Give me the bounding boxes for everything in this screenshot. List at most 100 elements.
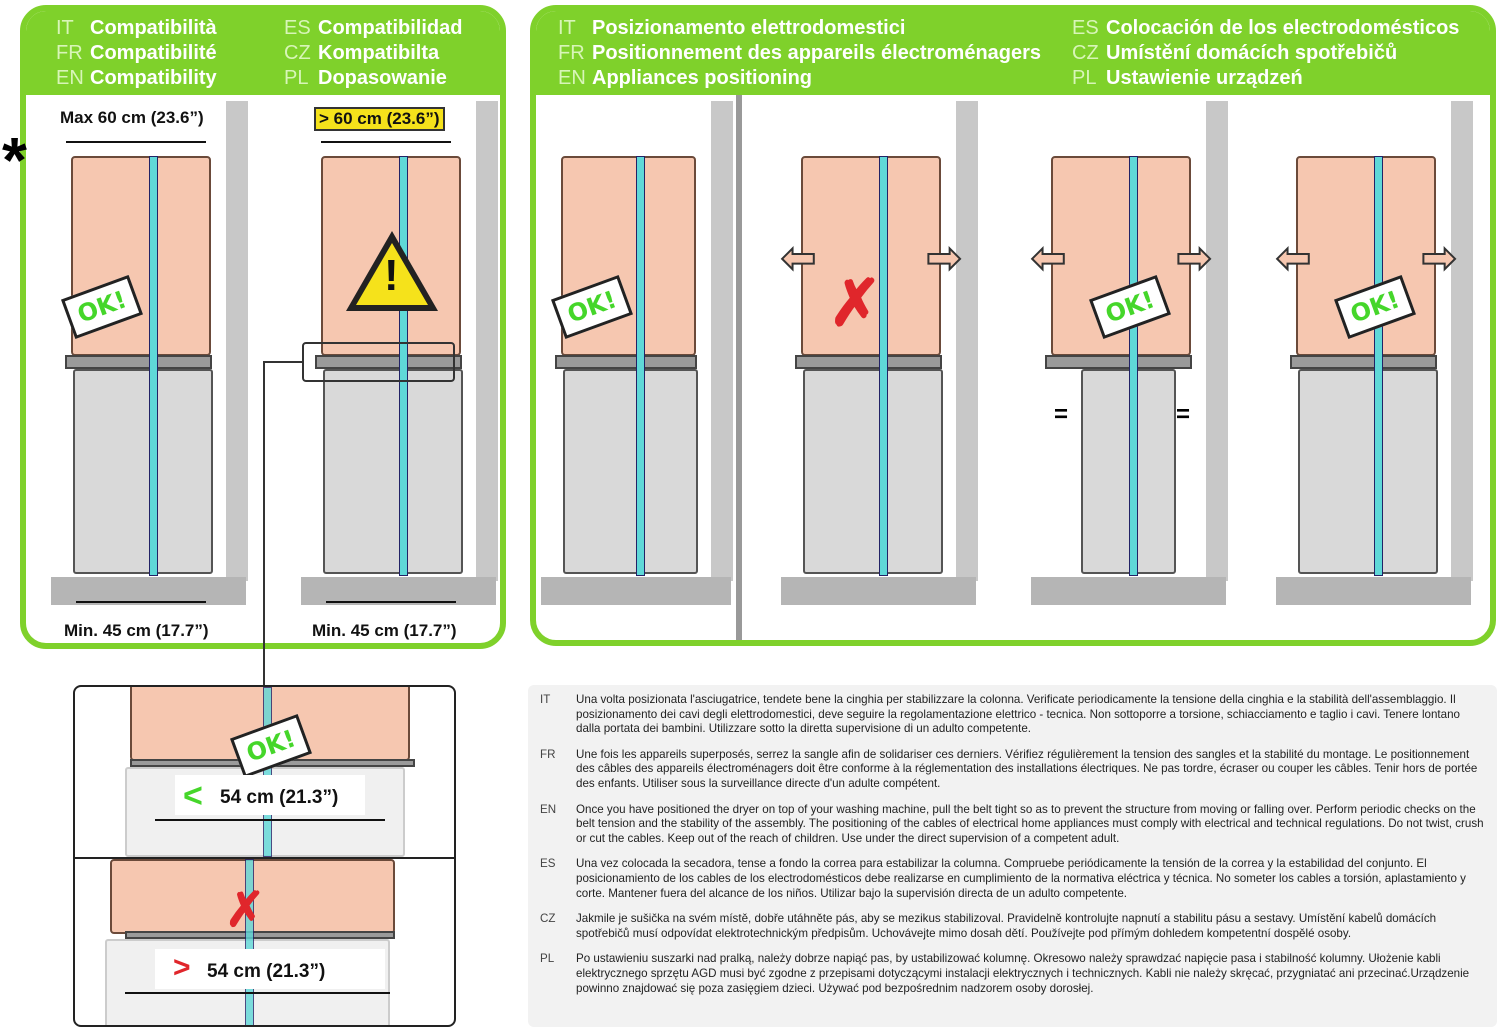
- instruction-en: EN Once you have positioned the dryer on …: [538, 803, 1487, 847]
- arrow-left-icon: ⬅: [1030, 233, 1067, 282]
- language-code: ES: [540, 857, 556, 871]
- callout-box: [302, 342, 455, 382]
- arrow-right-icon: ➡: [1175, 233, 1212, 282]
- washer: [1298, 369, 1438, 574]
- floor: [1276, 577, 1471, 605]
- greater-than-sign: >: [173, 951, 191, 984]
- dryer: [1051, 156, 1191, 356]
- cross-icon: ✗: [828, 267, 883, 339]
- dimension-arrow: [155, 819, 385, 821]
- instruction-text: Une fois les appareils superposés, serre…: [576, 747, 1478, 790]
- strap: [878, 156, 888, 576]
- strap: [148, 156, 158, 576]
- divider: [736, 95, 742, 640]
- label-bg: [155, 949, 385, 989]
- divider: [75, 857, 454, 859]
- strap: [245, 859, 254, 1025]
- floor: [1031, 577, 1226, 605]
- shelf: [65, 355, 212, 369]
- strap: [1128, 156, 1138, 576]
- wall: [711, 101, 733, 581]
- shelf: [1045, 355, 1192, 369]
- arrow-right-icon: ➡: [925, 233, 962, 282]
- warning-triangle-fill: [356, 243, 428, 305]
- callout-line: [263, 361, 265, 685]
- shelf: [795, 355, 942, 369]
- language-code: IT: [540, 693, 551, 706]
- strap: [263, 687, 272, 857]
- wall: [1451, 101, 1473, 581]
- strap: [636, 156, 645, 576]
- language-code: FR: [540, 747, 556, 761]
- dryer: [801, 156, 941, 356]
- width-label-bad: 54 cm (21.3”): [207, 961, 326, 982]
- shelf: [315, 355, 462, 369]
- dimension-arrow: [125, 992, 390, 994]
- asterisk-note: *: [2, 124, 27, 196]
- dimension-arrow: [326, 601, 456, 603]
- max-width-label: Max 60 cm (23.6”): [60, 108, 204, 127]
- washer: [563, 369, 698, 574]
- wall: [226, 101, 248, 581]
- instruction-text: Una vez colocada la secadora, tense a fo…: [576, 857, 1466, 900]
- instruction-text: Jakmile je sušička na svém místě, dobře …: [576, 912, 1437, 940]
- callout-line: [263, 361, 303, 363]
- instruction-text: Una volta posizionata l'asciugatrice, te…: [576, 693, 1460, 736]
- arrow-right-icon: ➡: [1420, 233, 1457, 282]
- over-width-label: > 60 cm (23.6”): [314, 107, 445, 131]
- instruction-it: IT Una volta posizionata l'asciugatrice, …: [538, 693, 1487, 737]
- instruction-es: ES Una vez colocada la secadora, tense a …: [538, 857, 1487, 901]
- floor: [541, 577, 731, 605]
- shelf: [1290, 355, 1437, 369]
- equal-mark-right: =: [1176, 401, 1191, 428]
- cross-icon: ✗: [225, 884, 266, 937]
- language-code: EN: [540, 802, 557, 816]
- arrow-left-icon: ⬅: [1275, 233, 1312, 282]
- strap: [398, 156, 408, 576]
- instructions-panel: IT Una volta posizionata l'asciugatrice, …: [528, 685, 1497, 1027]
- floor: [301, 577, 496, 605]
- shelf: [125, 931, 395, 939]
- instruction-fr: FR Une fois les appareils superposés, ser…: [538, 748, 1487, 792]
- instruction-cz: CZ Jakmile je sušička na svém místě, dobř…: [538, 912, 1487, 941]
- exclamation-icon: !: [384, 251, 399, 300]
- dimension-arrow: [321, 141, 451, 143]
- floor: [781, 577, 976, 605]
- floor: [51, 577, 246, 605]
- instruction-text: Once you have positioned the dryer on to…: [576, 802, 1484, 845]
- dimension-arrow: [76, 601, 206, 603]
- min-width-label-right: Min. 45 cm (17.7”): [312, 621, 457, 640]
- shelf-detail: OK! < 54 cm (21.3”) ✗ > 54 cm (21.3”): [73, 685, 456, 1027]
- min-width-label-left: Min. 45 cm (17.7”): [64, 621, 209, 640]
- wall: [1206, 101, 1228, 581]
- washer: [803, 369, 943, 574]
- wall: [476, 101, 498, 581]
- language-code: PL: [540, 952, 555, 966]
- shelf: [555, 355, 697, 369]
- less-than-sign: <: [183, 777, 203, 815]
- label-bg: [175, 775, 365, 815]
- language-code: CZ: [540, 912, 556, 926]
- washer: [323, 369, 463, 574]
- arrow-left-icon: ⬅: [780, 233, 817, 282]
- width-label-ok: 54 cm (21.3”): [220, 787, 339, 808]
- strap: [1373, 156, 1383, 576]
- wall: [956, 101, 978, 581]
